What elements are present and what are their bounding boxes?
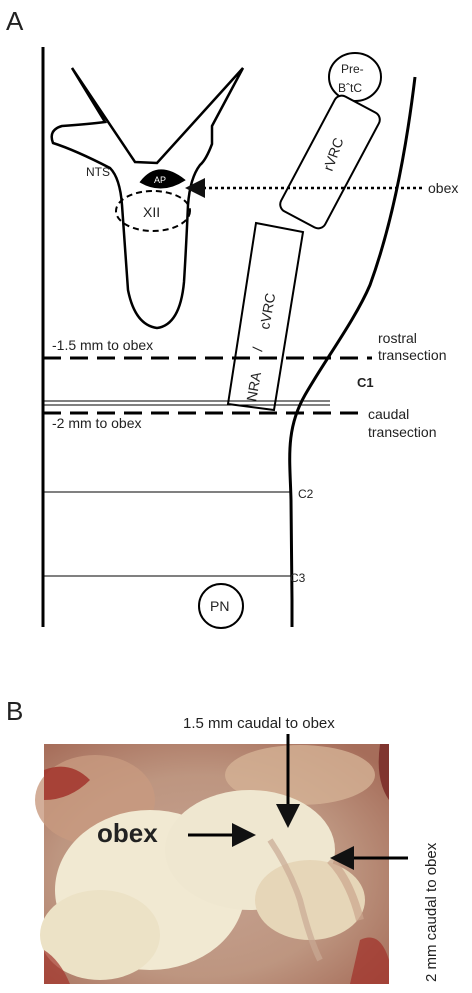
panel-b-letter: B: [6, 696, 23, 726]
pn-label: PN: [210, 598, 229, 614]
obex-photo-label: obex: [97, 818, 158, 848]
right-cord-border: [288, 76, 417, 627]
area-postrema: [139, 169, 186, 189]
rostral-transection-label-2: transection: [378, 347, 446, 363]
ap-label: AP: [154, 175, 166, 185]
caudal-distance-label: -2 mm to obex: [52, 415, 141, 431]
rostral-transection-label-1: rostral: [378, 330, 417, 346]
xii-nucleus: [115, 190, 191, 232]
pre-botc-label-line1: Pre-: [341, 62, 364, 76]
rostral-distance-label: -1.5 mm to obex: [52, 337, 153, 353]
caudal-transection-label-1: caudal: [368, 406, 409, 422]
nts-label: NTS: [86, 165, 110, 179]
pn-region: [198, 583, 244, 629]
panel-b: B 1.5 mm caudal to obex obex 2 mm caudal…: [6, 696, 440, 984]
cvrc-nra-separator: /: [249, 346, 265, 353]
c3-label: C3: [290, 571, 306, 585]
caudal-cut-label: 2 mm caudal to obex: [423, 842, 440, 982]
brainstem-photograph: [35, 744, 389, 984]
panel-a: A NTS AP XII Pre- BˆtC rVRC cVRC / NRA o…: [6, 6, 458, 629]
panel-a-letter: A: [6, 6, 24, 36]
xii-label: XII: [143, 204, 160, 220]
pre-botc-label-line2: BˆtC: [338, 81, 362, 95]
rvrc-region: [279, 94, 381, 230]
cvrc-label: cVRC: [256, 292, 278, 331]
rostral-cut-label: 1.5 mm caudal to obex: [183, 715, 335, 732]
nra-label: NRA: [243, 370, 264, 403]
caudal-transection-label-2: transection: [368, 424, 436, 440]
cvrc-nra-region: [226, 221, 305, 412]
nts-region: [50, 67, 245, 330]
c2-label: C2: [298, 487, 314, 501]
c1-label: C1: [357, 375, 374, 390]
obex-label: obex: [428, 180, 458, 196]
